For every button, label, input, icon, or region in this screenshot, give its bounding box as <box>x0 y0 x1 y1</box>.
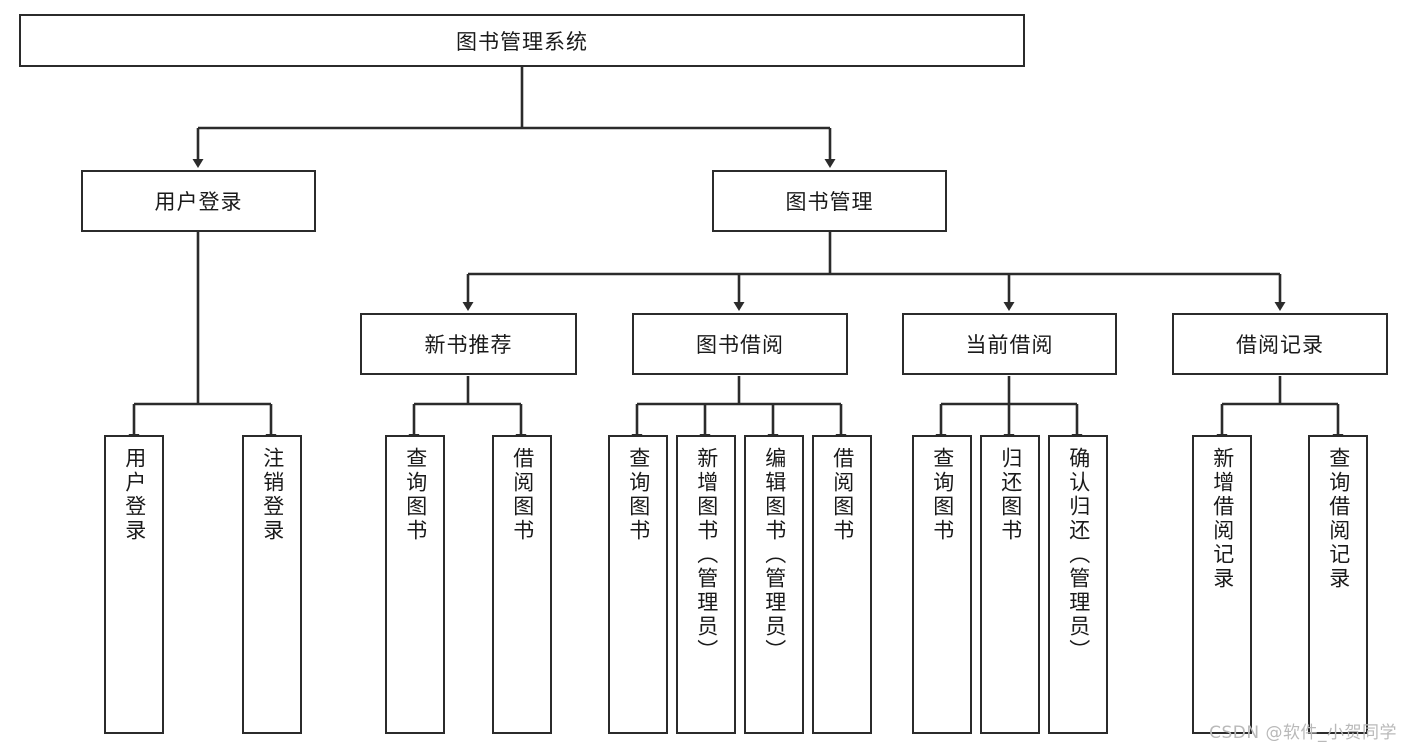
node-label: 新增借阅记录 <box>1210 447 1235 591</box>
node-current-borrow[interactable]: 当前借阅 <box>902 313 1117 375</box>
node-label: 查询图书 <box>930 447 955 543</box>
node-leaf-add-book[interactable]: 新增图书（管理员） <box>676 435 736 734</box>
node-leaf-confirm-return[interactable]: 确认归还（管理员） <box>1048 435 1108 734</box>
node-label: 新增图书（管理员） <box>694 447 719 663</box>
node-label: 借阅图书 <box>510 447 535 543</box>
node-user-login[interactable]: 用户登录 <box>81 170 316 232</box>
node-leaf-query-borrow-record[interactable]: 查询借阅记录 <box>1308 435 1368 734</box>
node-leaf-query-book-borrow[interactable]: 查询图书 <box>608 435 668 734</box>
node-label: 图书管理系统 <box>456 29 588 54</box>
node-label: 图书管理 <box>785 190 874 214</box>
node-label: 新书推荐 <box>424 333 513 357</box>
node-leaf-query-book-current[interactable]: 查询图书 <box>912 435 972 734</box>
node-leaf-borrow-book-recommend[interactable]: 借阅图书 <box>492 435 552 734</box>
node-leaf-borrow-book[interactable]: 借阅图书 <box>812 435 872 734</box>
node-label: 借阅记录 <box>1236 333 1324 357</box>
node-leaf-edit-book[interactable]: 编辑图书（管理员） <box>744 435 804 734</box>
node-label: 查询图书 <box>403 447 428 543</box>
node-label: 当前借阅 <box>965 333 1054 357</box>
node-label: 确认归还（管理员） <box>1066 447 1091 663</box>
node-leaf-logout-login[interactable]: 注销登录 <box>242 435 302 734</box>
watermark-text: CSDN @软件_小贺同学 <box>1209 723 1397 743</box>
node-book-borrow[interactable]: 图书借阅 <box>632 313 848 375</box>
node-leaf-return-book[interactable]: 归还图书 <box>980 435 1040 734</box>
node-leaf-user-login[interactable]: 用户登录 <box>104 435 164 734</box>
node-label: 图书借阅 <box>696 333 784 357</box>
node-label: 编辑图书（管理员） <box>762 447 787 663</box>
node-label: 查询借阅记录 <box>1326 447 1351 591</box>
node-leaf-add-borrow-record[interactable]: 新增借阅记录 <box>1192 435 1252 734</box>
node-label: 查询图书 <box>626 447 651 543</box>
node-borrow-record[interactable]: 借阅记录 <box>1172 313 1388 375</box>
node-label: 借阅图书 <box>830 447 855 543</box>
node-leaf-query-book-recommend[interactable]: 查询图书 <box>385 435 445 734</box>
node-label: 用户登录 <box>122 447 147 543</box>
node-label: 归还图书 <box>998 447 1023 543</box>
node-label: 用户登录 <box>154 190 243 214</box>
node-new-book-recommendation[interactable]: 新书推荐 <box>360 313 577 375</box>
node-book-manage[interactable]: 图书管理 <box>712 170 947 232</box>
node-book-management-system[interactable]: 图书管理系统 <box>19 14 1025 67</box>
node-label: 注销登录 <box>260 447 285 543</box>
